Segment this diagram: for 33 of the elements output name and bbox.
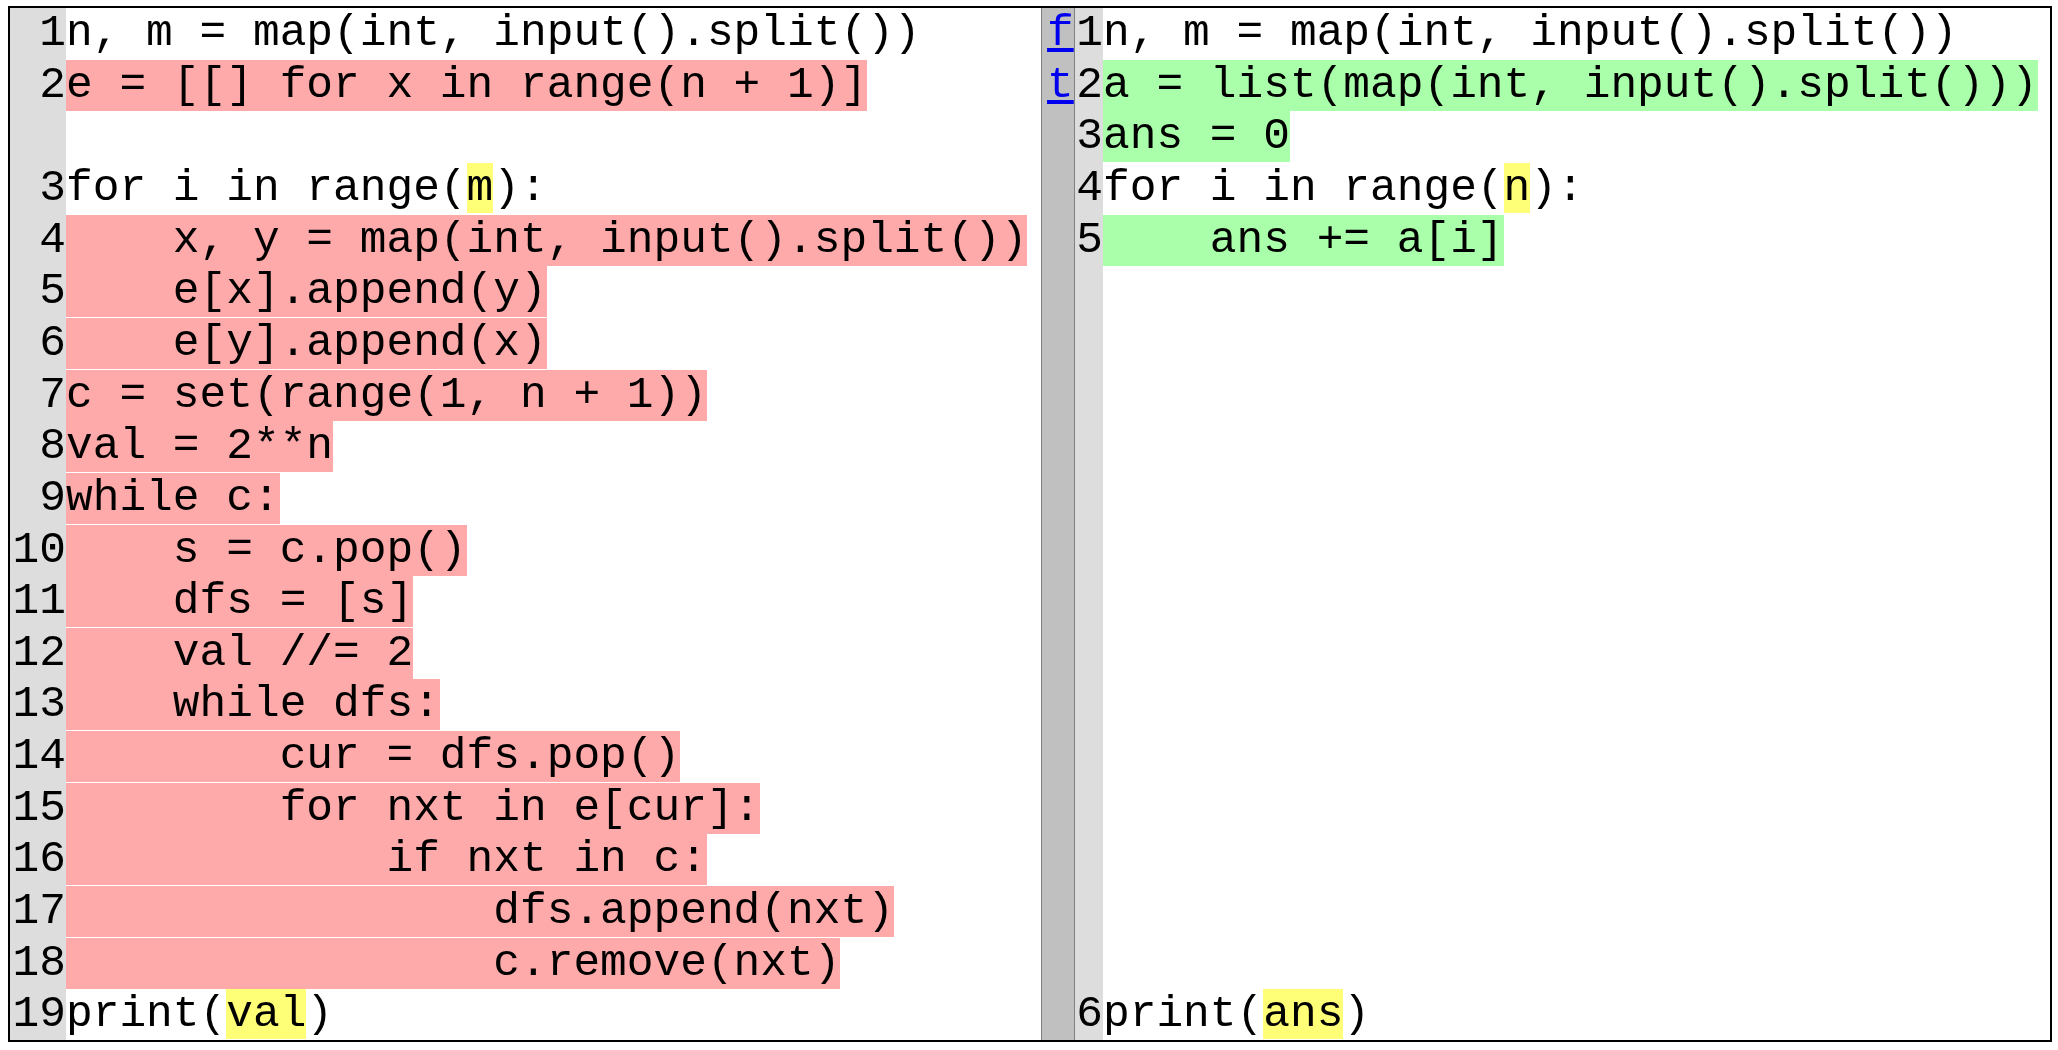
line-number: 15 <box>11 782 66 834</box>
diff-navigation-link: t <box>1047 59 1074 111</box>
line-number: 14 <box>11 731 66 783</box>
line-number: 12 <box>11 627 66 679</box>
code-line: n, m = map(int, input().split()) <box>66 8 921 59</box>
line-number: 16 <box>11 834 66 886</box>
line-number: 4 <box>38 214 66 266</box>
line-number: 9 <box>38 472 66 524</box>
line-number: 2 <box>1075 59 1103 111</box>
line-number: 11 <box>11 576 66 628</box>
line-number: 6 <box>1075 989 1103 1041</box>
line-number: 17 <box>11 886 66 938</box>
code-line: for i in range(m): <box>66 162 547 214</box>
code-line: n, m = map(int, input().split()) <box>1103 8 1958 59</box>
diff-navigation-link: f <box>1047 8 1074 59</box>
line-number: 8 <box>38 421 66 473</box>
line-number: 4 <box>1075 162 1103 214</box>
line-number: 18 <box>11 937 66 989</box>
line-number: 13 <box>11 679 66 731</box>
line-number: 3 <box>1075 111 1103 163</box>
line-number: 7 <box>38 369 66 421</box>
line-number: 10 <box>11 524 66 576</box>
line-number: 19 <box>11 989 66 1041</box>
line-number: 5 <box>38 266 66 318</box>
line-number: 1 <box>1075 8 1103 59</box>
code-line: for i in range(n): <box>1103 162 1584 214</box>
line-number: 5 <box>1075 214 1103 266</box>
code-line: print(val) <box>66 989 334 1041</box>
line-number: 3 <box>38 162 66 214</box>
line-number: 2 <box>38 59 66 111</box>
line-number: 6 <box>38 317 66 369</box>
line-number: 1 <box>38 8 66 59</box>
code-line: print(ans) <box>1103 989 1371 1041</box>
